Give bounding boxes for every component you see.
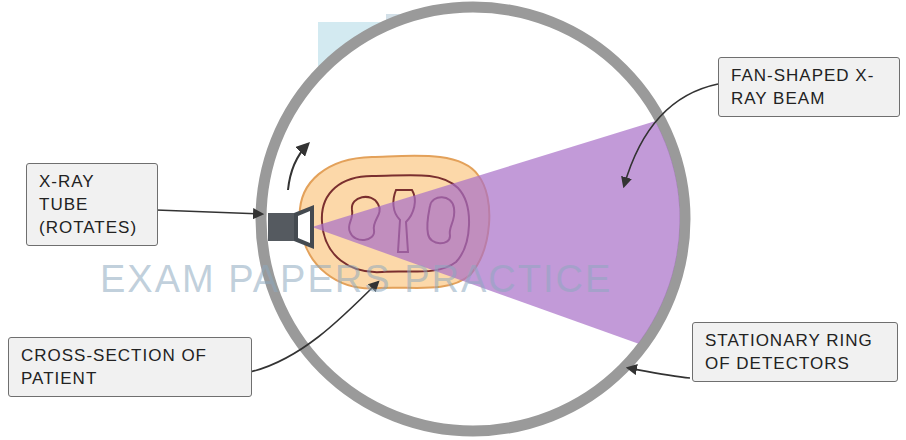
callout-label: FAN-SHAPED X-RAY BEAM <box>718 57 900 117</box>
leader-line <box>156 210 262 214</box>
rotation-arrow <box>288 144 308 190</box>
callout-text: CROSS-SECTION OF PATIENT <box>21 344 241 390</box>
callout-label: X-RAY TUBE (ROTATES) <box>26 163 158 246</box>
callout-label: CROSS-SECTION OF PATIENT <box>8 337 252 397</box>
callout-text: X-RAY TUBE (ROTATES) <box>39 170 147 239</box>
callout-text: FAN-SHAPED X-RAY BEAM <box>731 64 889 110</box>
fan-beam <box>312 95 740 380</box>
callout-label: STATIONARY RING OF DETECTORS <box>692 322 898 382</box>
leader-line <box>628 368 690 378</box>
leader-line <box>624 84 718 186</box>
x-ray-tube <box>268 205 314 249</box>
watermark: EXAM PAPERS PRACTICE <box>100 258 612 301</box>
callout-text: STATIONARY RING OF DETECTORS <box>705 329 887 375</box>
